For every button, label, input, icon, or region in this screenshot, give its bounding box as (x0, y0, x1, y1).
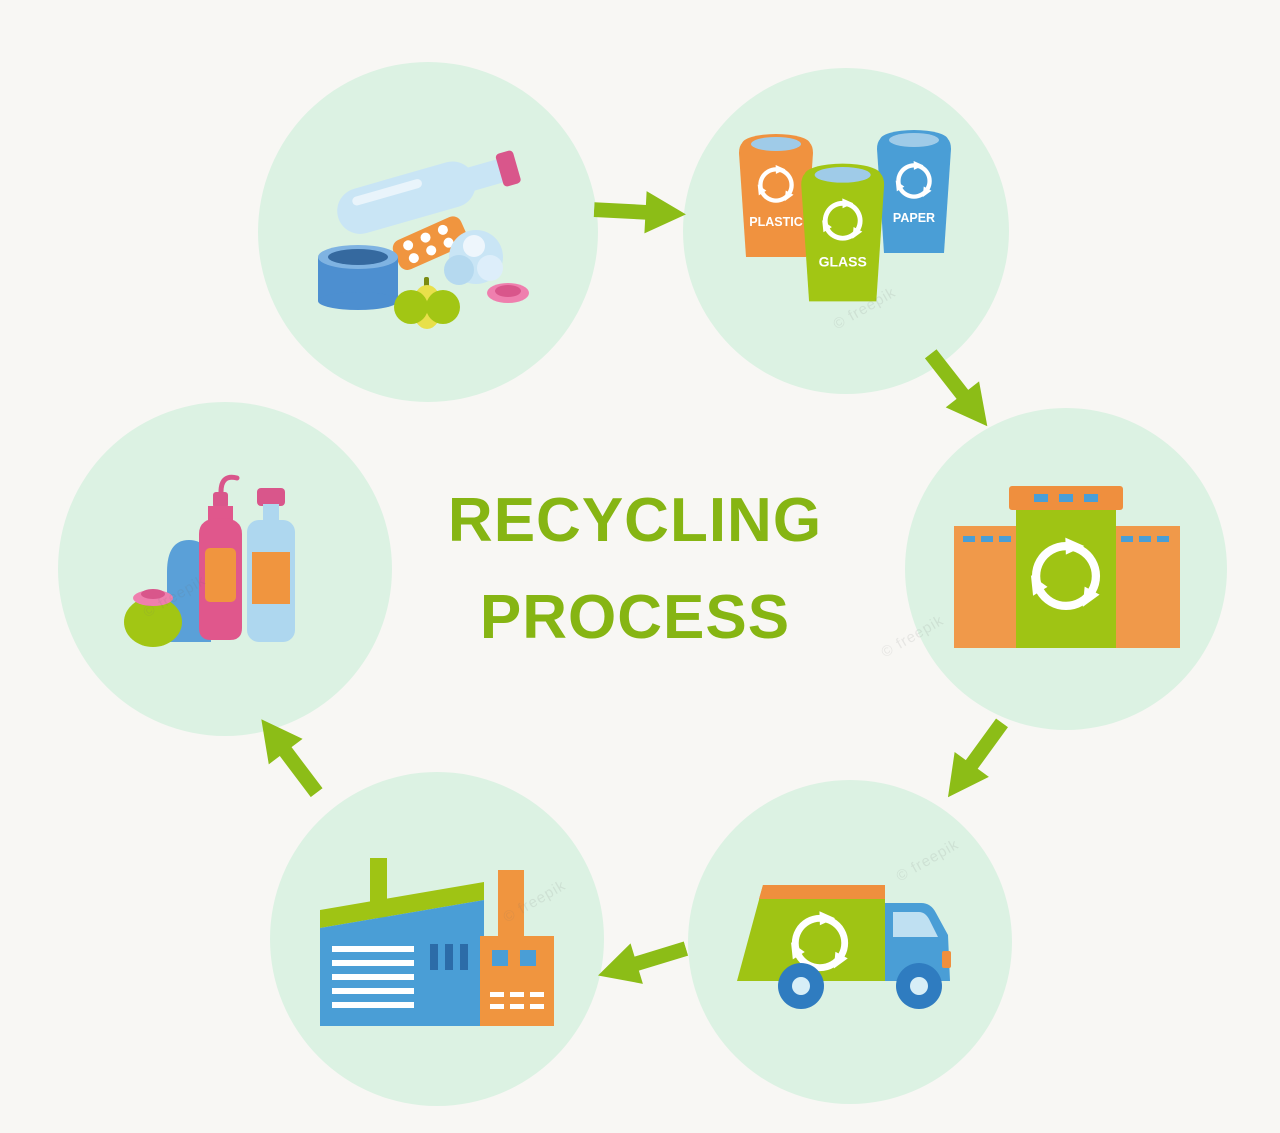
truck-illustration (736, 884, 951, 1009)
arrow-waste-to-bins (593, 191, 686, 234)
arrow-facility-to-truck (947, 718, 1008, 798)
stage-circle-truck (688, 780, 1012, 1104)
plastic-bin-label: PLASTIC (749, 215, 802, 229)
facility-side-building-right (1111, 526, 1180, 648)
factory-illustration (320, 858, 554, 1026)
bottle-cap-icon (486, 282, 529, 303)
arrow-truck-to-factory (598, 941, 689, 984)
glass-bin-label: GLASS (819, 254, 867, 270)
products-illustration (124, 474, 295, 647)
arrow-bins-to-facility (924, 349, 988, 427)
water-bottle-icon (247, 488, 295, 642)
glass-bin-icon: GLASS (801, 163, 885, 302)
stage-circle-waste (258, 62, 598, 402)
tin-can-icon (317, 244, 398, 310)
diagram-title: RECYCLING PROCESS (390, 472, 880, 666)
stage-circle-products (58, 402, 392, 736)
glass-bottle-icon (336, 150, 521, 234)
truck-cargo-box (736, 884, 885, 981)
stage-circle-bins: PLASTIC PAPER GLASS (683, 68, 1009, 394)
pill-blister-icon (392, 215, 468, 270)
facility-side-building-left (953, 526, 1022, 648)
plastic-bin-icon: PLASTIC (739, 134, 813, 257)
title-line-1: RECYCLING (447, 486, 823, 555)
title-line-2: PROCESS (479, 583, 791, 652)
paper-bin-label: PAPER (893, 211, 935, 225)
waste-illustration (317, 150, 529, 329)
crumpled-paper-icon (443, 229, 503, 285)
truck-cab (884, 902, 951, 981)
paper-bin-icon: PAPER (877, 130, 951, 253)
facility-illustration (953, 486, 1180, 648)
truck-wheels (777, 962, 942, 1009)
bins-illustration: PLASTIC PAPER GLASS (739, 130, 951, 302)
factory-annex-building (480, 870, 554, 1026)
cream-jar-icon (124, 589, 182, 647)
facility-main-building (1008, 486, 1123, 648)
stage-circle-facility (905, 408, 1227, 730)
ketchup-bottle-icon (199, 474, 242, 640)
factory-main-building (320, 858, 484, 1026)
arrow-factory-to-products (261, 719, 323, 798)
stage-circle-factory (270, 772, 604, 1106)
apple-core-icon (393, 276, 460, 329)
